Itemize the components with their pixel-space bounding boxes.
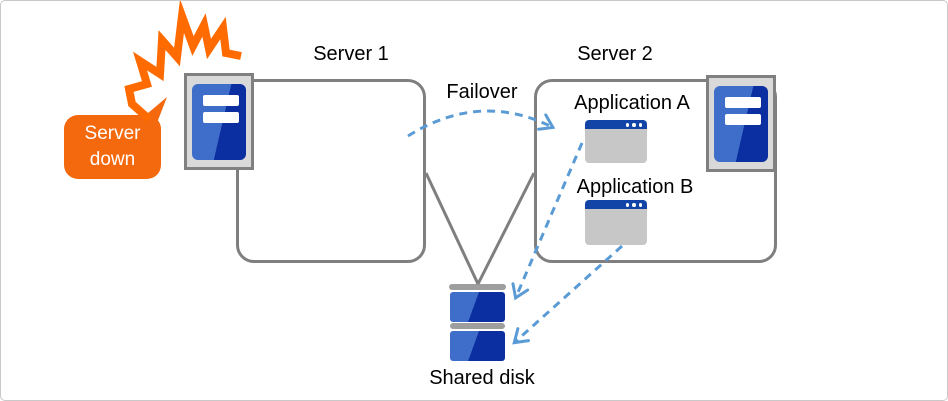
app-window-titlebar [585, 120, 647, 129]
failover-arrow [407, 109, 556, 138]
server-slot [203, 95, 239, 106]
callout-line2: down [89, 149, 136, 170]
disk-cap [450, 323, 505, 329]
disk-platter [450, 292, 505, 322]
server1-box [236, 79, 426, 263]
disk-platter [450, 331, 505, 361]
server-tower [192, 84, 246, 160]
server2-icon [706, 75, 776, 172]
failover-label: Failover [446, 81, 518, 103]
window-control-dots [625, 203, 642, 207]
app-window-body [585, 129, 647, 163]
application-b-label: Application B [576, 176, 694, 198]
application-a-label: Application A [574, 92, 690, 114]
app-window-body [585, 209, 647, 245]
disk-cap [449, 284, 506, 290]
shared-disk-label: Shared disk [429, 367, 535, 389]
shared-disk-icon [449, 284, 506, 361]
server-slot [725, 97, 761, 108]
app-b-window-icon [585, 200, 647, 245]
server-tower [714, 86, 768, 162]
server1-icon [184, 73, 254, 170]
server2-label: Server 2 [577, 43, 653, 65]
window-control-dots [625, 123, 642, 127]
server-slot [725, 114, 761, 125]
server2-disk-line [476, 172, 536, 285]
server-down-callout: Server down [64, 115, 161, 179]
app-a-window-icon [585, 120, 647, 163]
server-slot [203, 112, 239, 123]
server1-disk-line [424, 172, 480, 285]
callout-line1: Server [84, 123, 141, 144]
app-window-titlebar [585, 200, 647, 209]
server1-label: Server 1 [313, 43, 389, 65]
